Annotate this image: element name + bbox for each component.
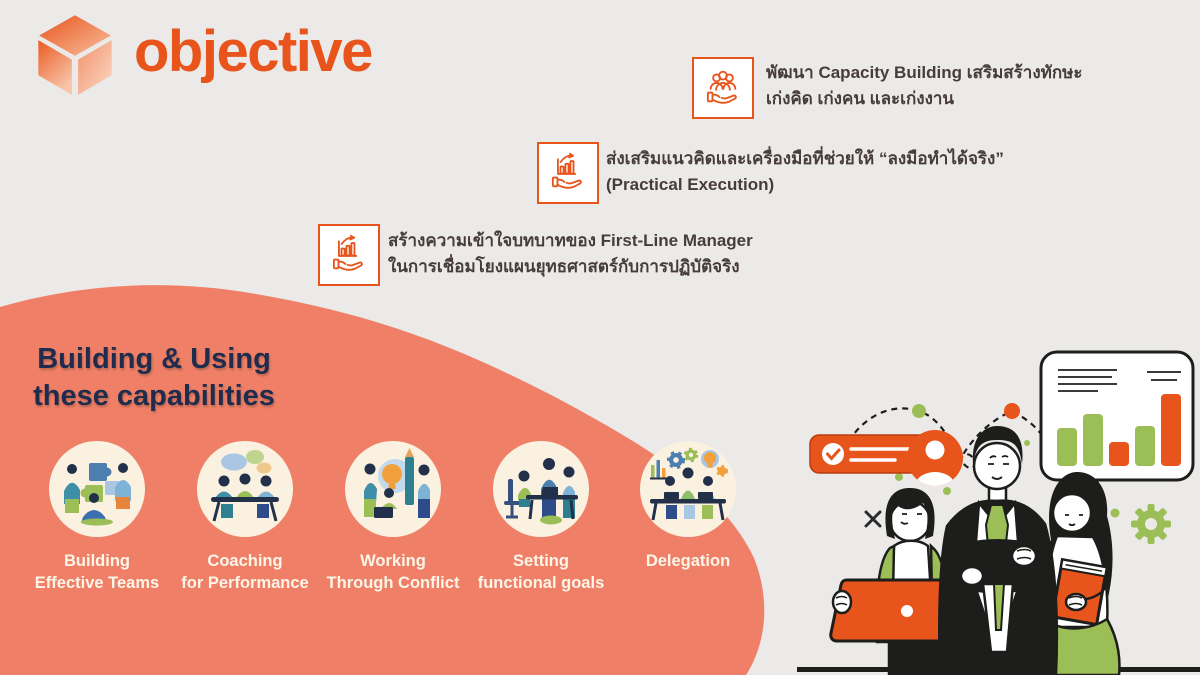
capability-delegation: Delegation xyxy=(608,441,768,573)
section-title-line1: Building & Using xyxy=(37,343,271,375)
task-card xyxy=(809,434,939,474)
man-in-suit xyxy=(938,426,1059,675)
section-title-line2: these capabilities xyxy=(33,380,275,413)
logo: objective xyxy=(36,14,373,96)
green-dot xyxy=(1110,508,1120,518)
capability-label: Building Effective Teams xyxy=(34,552,160,592)
check-circle-icon xyxy=(822,443,844,465)
avatar-badge-icon xyxy=(907,430,963,486)
capability-circle xyxy=(493,441,589,537)
desk-meeting-illustration xyxy=(504,458,578,525)
capability-label: Coaching for Performance xyxy=(181,552,309,592)
callout-2-line2: (Practical Execution) xyxy=(606,175,775,195)
capability-label: Setting functional goals xyxy=(477,552,605,592)
callout-3-line2: ในการเชื่อมโยงแผนยุทธศาสตร์กับการปฏิบัติ… xyxy=(388,257,740,277)
capability-building-effective-teams: Building Effective Teams xyxy=(17,441,177,595)
section-title: Building & Using these capabilities xyxy=(28,341,280,415)
callout-2-icon-box xyxy=(527,135,599,204)
callout-2-text: ส่งเสริมแนวคิดและเครื่องมือที่ช่วยให้ “ล… xyxy=(606,146,1004,199)
callout-1-icon-box xyxy=(682,50,754,119)
orange-node-dot xyxy=(1004,403,1020,419)
callout-1-text: พัฒนา Capacity Building เสริมสร้างทักษะ … xyxy=(766,60,1082,113)
chart-card xyxy=(1039,350,1195,482)
callout-1-line2: เก่งคิด เก่งคน และเก่งงาน xyxy=(766,89,955,109)
bar-chart-bars xyxy=(1057,394,1181,466)
capability-circle xyxy=(49,441,145,537)
x-mark-icon xyxy=(864,510,882,528)
capability-coaching-for-performance: Coaching for Performance xyxy=(165,441,325,595)
gear-icon xyxy=(1131,504,1171,544)
capability-label: Working Through Conflict xyxy=(326,552,460,592)
green-dot xyxy=(895,473,903,481)
green-dot xyxy=(1024,440,1030,446)
gears-teamwork-illustration xyxy=(650,447,728,521)
growth-chart-on-hand-icon xyxy=(332,234,363,271)
logo-wordmark: objective xyxy=(134,19,373,84)
callout-2-line1: ส่งเสริมแนวคิดและเครื่องมือที่ช่วยให้ “ล… xyxy=(606,149,1004,168)
idea-bulb-pencil-illustration xyxy=(364,448,430,518)
callout-3-line1: สร้างความเข้าใจบทบาทของ First-Line Manag… xyxy=(388,231,753,250)
table-discussion-illustration xyxy=(211,450,279,522)
capability-circle xyxy=(197,441,293,537)
capability-circle xyxy=(345,441,441,537)
capability-working-through-conflict: Working Through Conflict xyxy=(313,441,473,595)
capability-circle xyxy=(640,441,736,537)
callout-1-line1: พัฒนา Capacity Building เสริมสร้างทักษะ xyxy=(766,63,1083,82)
green-node-dot xyxy=(912,404,926,418)
capability-setting-functional-goals: Setting functional goals xyxy=(461,441,621,595)
callout-3-text: สร้างความเข้าใจบทบาทของ First-Line Manag… xyxy=(388,228,753,281)
team-puzzle-illustration xyxy=(64,463,131,526)
growth-chart-on-hand-icon xyxy=(551,152,582,189)
business-team-illustration xyxy=(797,350,1200,675)
orange-cube-icon xyxy=(38,15,112,95)
people-on-hand-icon xyxy=(706,70,737,104)
callout-3-icon-box xyxy=(308,217,380,286)
capability-label: Delegation xyxy=(645,552,731,570)
green-dot xyxy=(943,487,951,495)
